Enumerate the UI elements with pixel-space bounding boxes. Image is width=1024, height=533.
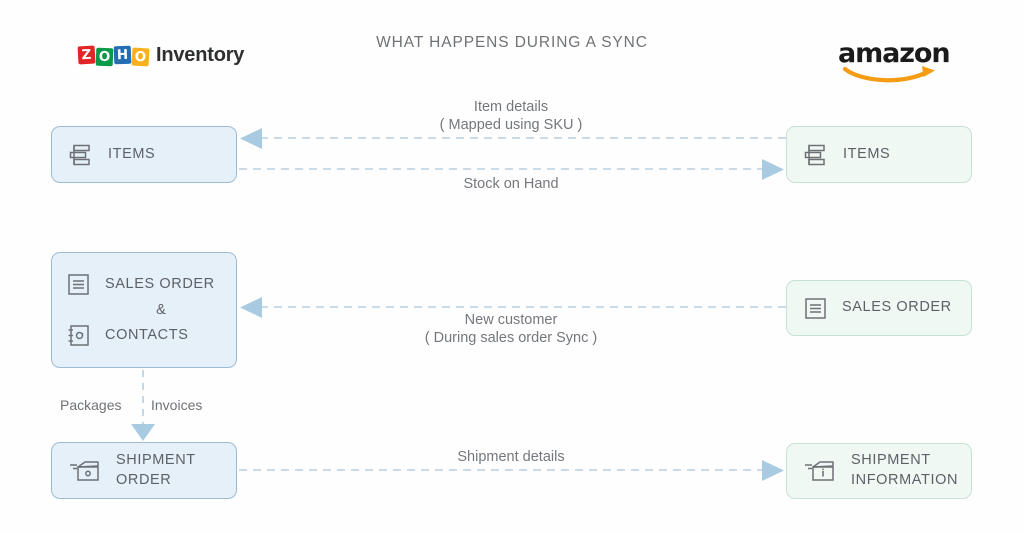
arrowhead-left-sales <box>240 297 262 318</box>
connector-label-shipment-details: Shipment details <box>457 449 565 465</box>
node-left-items[interactable]: ITEMS <box>51 126 237 183</box>
contacts-book-icon <box>68 325 89 346</box>
vertical-label-packages: Packages <box>60 397 122 413</box>
node-left-sales-order-row: SALES ORDER <box>66 272 222 297</box>
zoho-tile-o2: O <box>131 47 150 66</box>
node-right-sales-order-label: SALES ORDER <box>842 299 952 316</box>
zoho-product-name: Inventory <box>156 44 245 66</box>
items-list-icon <box>69 144 90 165</box>
node-left-items-label: ITEMS <box>108 145 156 162</box>
items-list-icon <box>804 144 825 165</box>
arrowhead-down-shipment <box>131 424 155 441</box>
node-right-shipment-information[interactable]: SHIPMENT INFORMATION <box>786 443 972 499</box>
connector-label-item-details: Item details ( Mapped using SKU ) <box>439 99 583 133</box>
zoho-inventory-logo: Z O H O Inventory <box>77 44 245 67</box>
zoho-tile-z: Z <box>77 45 96 64</box>
amazon-logo: amazon <box>838 38 951 84</box>
document-icon <box>805 297 826 319</box>
amazon-smile-icon <box>843 66 935 83</box>
document-icon <box>68 274 89 295</box>
zoho-tile-o1: O <box>95 47 114 66</box>
connector-label-new-customer: New customer ( During sales order Sync ) <box>424 312 598 346</box>
node-left-sales-order-label: SALES ORDER <box>105 275 215 292</box>
arrowhead-left-items <box>240 128 262 149</box>
node-left-sales-order-contacts[interactable]: SALES ORDER & CONTACTS <box>51 252 237 368</box>
node-right-sales-order[interactable]: SALES ORDER <box>786 280 972 336</box>
zoho-logo-tiles: Z O H O <box>77 45 150 66</box>
amazon-wordmark: amazon <box>838 38 951 69</box>
node-left-ampersand: & <box>156 302 166 318</box>
node-left-shipment-order-label: SHIPMENT ORDER <box>116 451 196 488</box>
node-right-shipment-information-label: SHIPMENT INFORMATION <box>851 452 959 488</box>
node-left-shipment-order[interactable]: SHIPMENT ORDER <box>51 442 237 499</box>
arrowhead-right-items <box>762 159 784 180</box>
node-left-contacts-row: CONTACTS <box>66 323 222 348</box>
shipment-info-icon <box>805 461 834 481</box>
node-right-items[interactable]: ITEMS <box>786 126 972 183</box>
node-right-items-label: ITEMS <box>843 145 891 162</box>
vertical-label-invoices: Invoices <box>151 397 203 413</box>
node-left-contacts-label: CONTACTS <box>105 326 189 343</box>
shipment-box-icon <box>70 460 99 481</box>
page-title: WHAT HAPPENS DURING A SYNC <box>376 34 648 51</box>
connector-label-stock-on-hand: Stock on Hand <box>463 176 559 192</box>
arrowhead-right-shipment <box>762 460 784 481</box>
zoho-tile-h: H <box>113 45 132 64</box>
